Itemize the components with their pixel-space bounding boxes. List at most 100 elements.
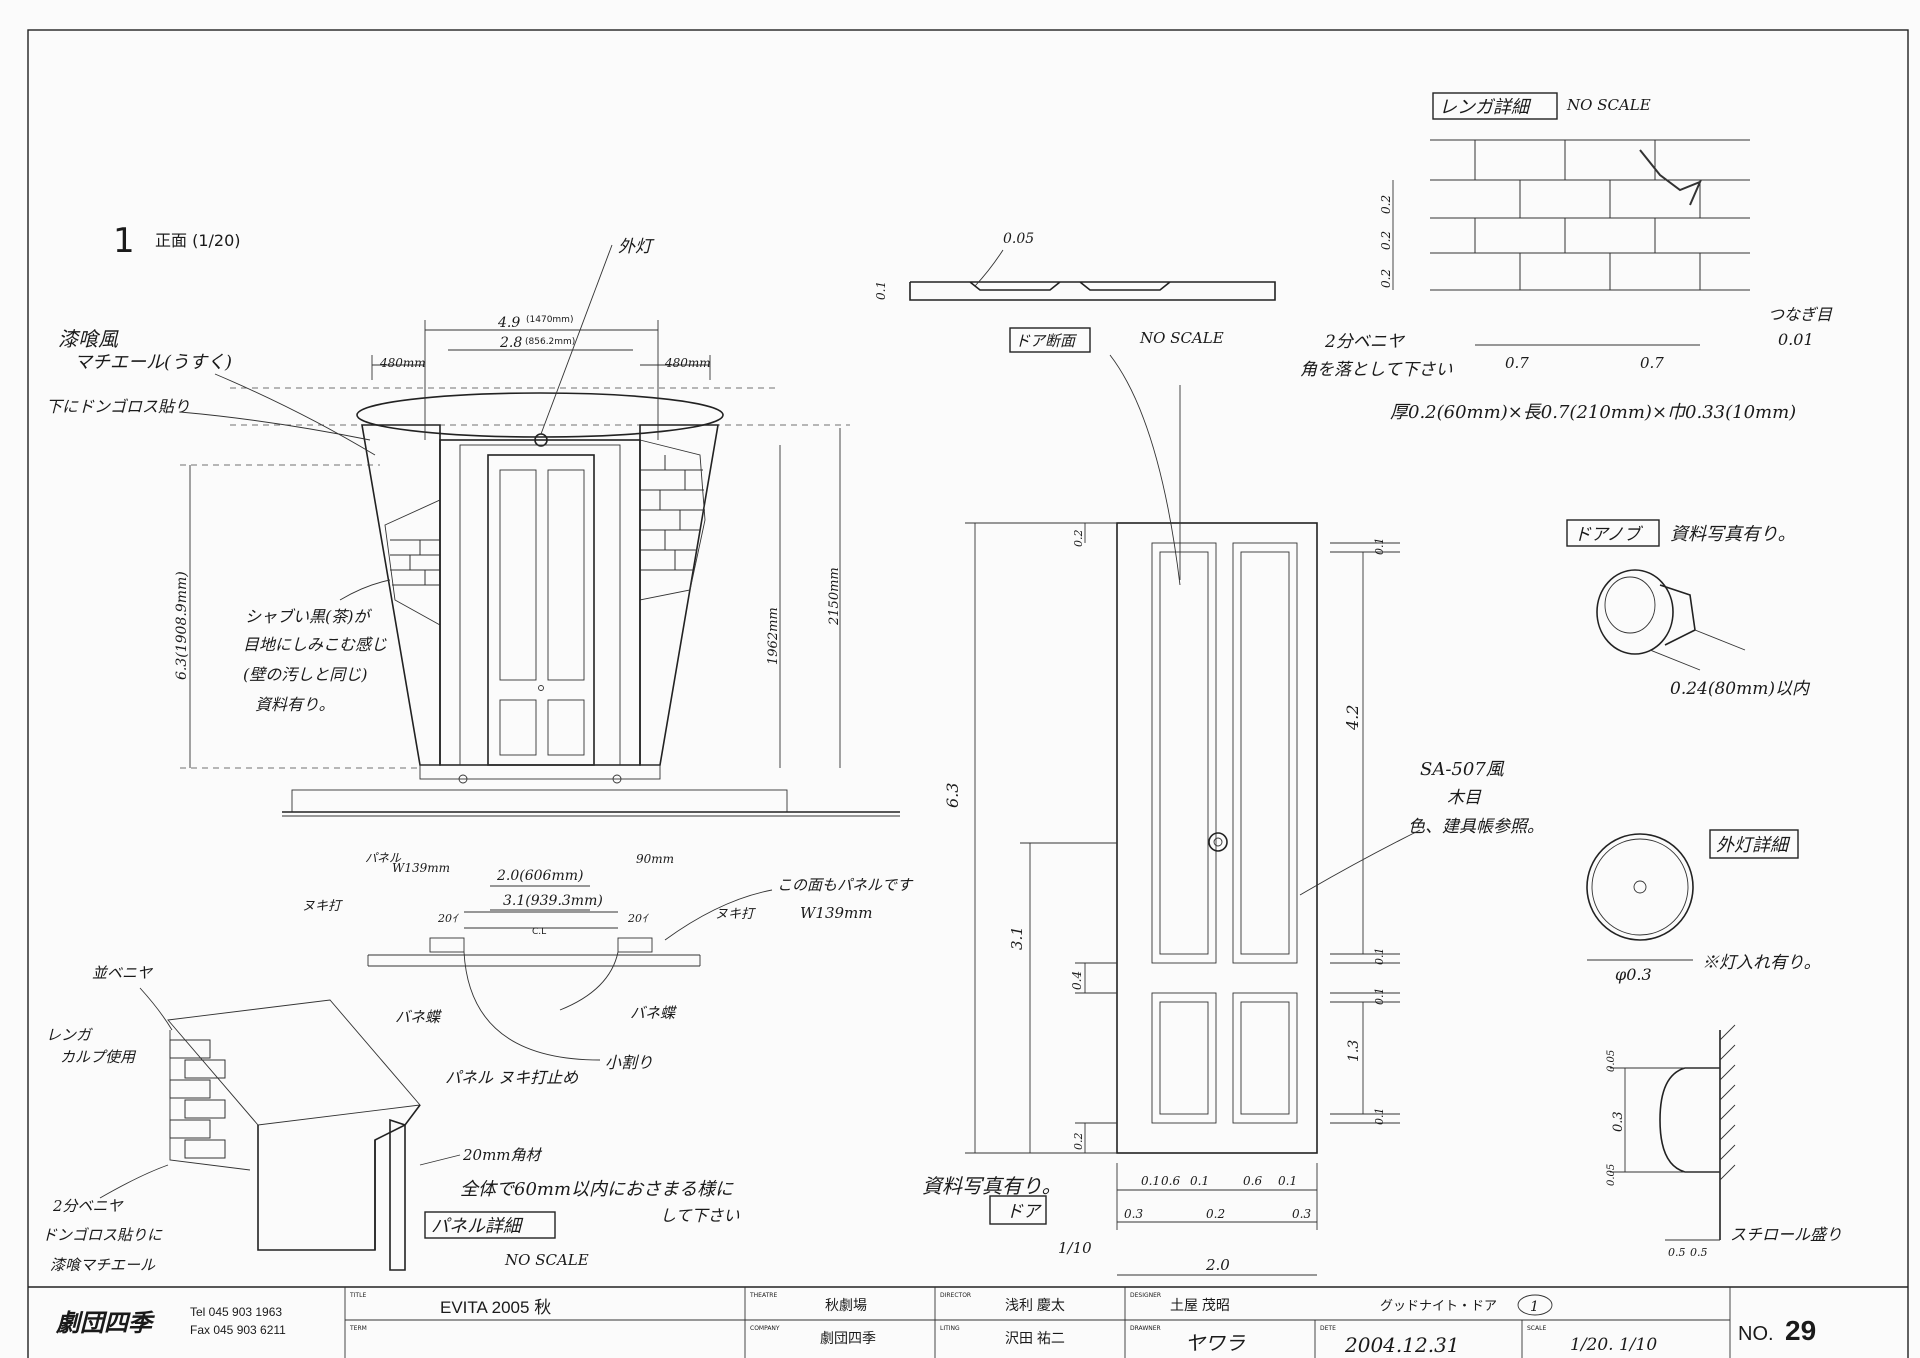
lamp-detail-tag (1709, 829, 1799, 859)
plan-width-606: 2.0(606mm) (496, 868, 583, 884)
lamp-w1: 0.5 (1668, 1246, 1686, 1259)
side-right-dim: 480mm (664, 356, 711, 370)
stain-note-1: シャブい黒(茶)が (245, 607, 372, 626)
plan-depth-90: 90mm (636, 852, 674, 866)
plaster-note-3: 漆喰マチエール (50, 1256, 156, 1274)
drawner-value: ヤワラ (1185, 1331, 1245, 1355)
kowari-note: 小割り (605, 1053, 653, 1072)
height-left-dim: 6.3(1908.9mm) (174, 571, 190, 680)
door-knob-icon (1208, 832, 1228, 852)
date-label: DETE (1320, 1325, 1336, 1332)
door-mid: 0.1 (1373, 948, 1386, 966)
door-outline (1116, 522, 1318, 1154)
veneer-top: 並ベニヤ (92, 964, 154, 982)
view-title: 正面 (1/20) (155, 231, 241, 250)
panel-detail-label: パネル詳細 (431, 1216, 524, 1237)
brick-detail: レンガ詳細 NO SCALE 0.2 0.2 0.2 0.7 0.7 2分ベニヤ… (1300, 92, 1833, 423)
plan-width-939: 3.1(939.3mm) (503, 893, 603, 909)
door-elevation: 6.3 3.1 0.2 0.4 0.2 0.1 4.2 0.1 0.1 1.3 … (922, 354, 1544, 1276)
door-bot-right: 0.1 (1373, 1108, 1386, 1126)
door-tag-box (989, 1195, 1047, 1225)
door-leaf (487, 454, 595, 766)
brick-h1: 0.2 (1379, 195, 1393, 214)
door-tag: ドア (1006, 1202, 1042, 1222)
date-value: 2004.12.31 (1344, 1333, 1460, 1357)
wall-left (361, 424, 441, 766)
material-note-2: 木目 (1447, 788, 1482, 808)
door-w-5: 0.1 (1278, 1174, 1297, 1188)
liting-value: 沢田 祐二 (1005, 1330, 1065, 1346)
plan-panel-w: W139mm (392, 861, 450, 875)
door-h-total: 6.3 (943, 783, 962, 808)
brick-w2: 0.7 (1640, 354, 1664, 372)
sheet-border (27, 29, 1909, 1358)
door-w-1: 0.1 (1141, 1174, 1160, 1188)
door-low-panel: 1.3 (1346, 1040, 1362, 1062)
plaster-note-2: マチエール(うすく) (74, 352, 232, 373)
brick-label-2: カルプ使用 (60, 1048, 137, 1066)
door-w-2: 0.6 (1161, 1174, 1180, 1188)
hinge-right: バネ蝶 (630, 1004, 677, 1022)
panel-note-2: して下さい (660, 1206, 740, 1225)
lamp-detail: 外灯詳細 φ0.3 ※灯入れ有り。 0.3 0.05 0.05 0.5 0.5 … (1586, 829, 1842, 1259)
scale-value: 1/20. 1/10 (1570, 1335, 1657, 1355)
veneer2-note: 2分ベニヤ (52, 1197, 125, 1215)
sheet-number: 29 (1785, 1315, 1816, 1346)
width-total: 4.9 (497, 315, 520, 331)
lamp-label: 外灯 (618, 237, 655, 257)
lamp-dia: φ0.3 (1615, 965, 1652, 984)
door-w-total: 2.0 (1205, 1256, 1230, 1274)
brick-joint-val: 0.01 (1778, 330, 1814, 349)
panel-detail-noscale: NO SCALE (504, 1251, 589, 1269)
side-left-dim: 480mm (379, 356, 426, 370)
lamp-b: 0.05 (1606, 1164, 1617, 1186)
theatre-label: THEATRE (749, 1292, 777, 1299)
lamp-note: ※灯入れ有り。 (1702, 953, 1821, 973)
brick-h3: 0.2 (1379, 269, 1393, 288)
panel-note-1: 全体で60mm以内におさまる様に (460, 1179, 734, 1200)
knob-size: 0.24(80mm)以内 (1670, 679, 1811, 699)
centerline-label: C.L (532, 927, 546, 937)
width-total-mm: (1470mm) (526, 315, 573, 325)
plan-207-right: 20ｲ (627, 912, 649, 925)
lamp-front-icon (1586, 833, 1694, 941)
door-scale: 1/10 (1058, 1239, 1092, 1257)
title-block: 劇団四季 Tel 045 903 1963 Fax 045 903 6211 T… (28, 1286, 1908, 1358)
gonlos-note-2: ドンゴロス貼りに (42, 1226, 163, 1244)
lamp-h: 0.3 (1611, 1111, 1626, 1132)
plan-207-left: 20ｲ (437, 912, 459, 925)
brick-joint: つなぎ目 (1768, 305, 1833, 324)
drawner-label: DRAWNER (1130, 1325, 1161, 1332)
height-right-dim: 2150mm (827, 567, 842, 626)
subject-value: グッドナイト・ドア (1380, 1298, 1497, 1313)
door-section: 0.1 0.05 ドア断面 NO SCALE (874, 231, 1276, 353)
designer-value: 土屋 茂昭 (1170, 1297, 1230, 1313)
door-frame (439, 439, 641, 766)
title-label: TITLE (349, 1292, 366, 1299)
door-low-r1: 0.1 (1373, 988, 1386, 1006)
stain-note-3: (壁の汚しと同じ) (243, 665, 368, 684)
material-note-1: SA-507風 (1420, 759, 1505, 780)
knob-label: ドアノブ (1574, 525, 1643, 545)
company-logo: 劇団四季 (55, 1310, 155, 1337)
brick-corner: 角を落として下さい (1300, 360, 1453, 380)
door-w-side-l: 0.3 (1124, 1207, 1143, 1221)
drawing-title: EVITA 2005 秋 (440, 1298, 551, 1317)
company-value: 劇団四季 (820, 1330, 876, 1346)
sheet-number-prefix: NO. (1738, 1323, 1774, 1345)
width-inner-mm: (856.2mm) (525, 337, 575, 347)
liting-label: LITING (940, 1325, 960, 1332)
plan-panel-note: この面もパネルです (777, 876, 914, 894)
material-note-3: 色、建具帳参照。 (1408, 817, 1544, 837)
brick-detail-tag (1432, 92, 1558, 120)
lamp-w2: 0.5 (1690, 1246, 1708, 1259)
plaster-note: 漆喰風 (58, 327, 119, 351)
brick-pattern (1430, 139, 1750, 291)
nukigi-left: ヌキ打 (302, 899, 343, 914)
door-section-label: ドア断面 (1015, 332, 1078, 350)
term-label: TERM (349, 1325, 367, 1332)
lumber-note: 20mm角材 (462, 1146, 543, 1164)
view-number: 1 (113, 221, 135, 261)
door-w-4: 0.6 (1243, 1174, 1262, 1188)
